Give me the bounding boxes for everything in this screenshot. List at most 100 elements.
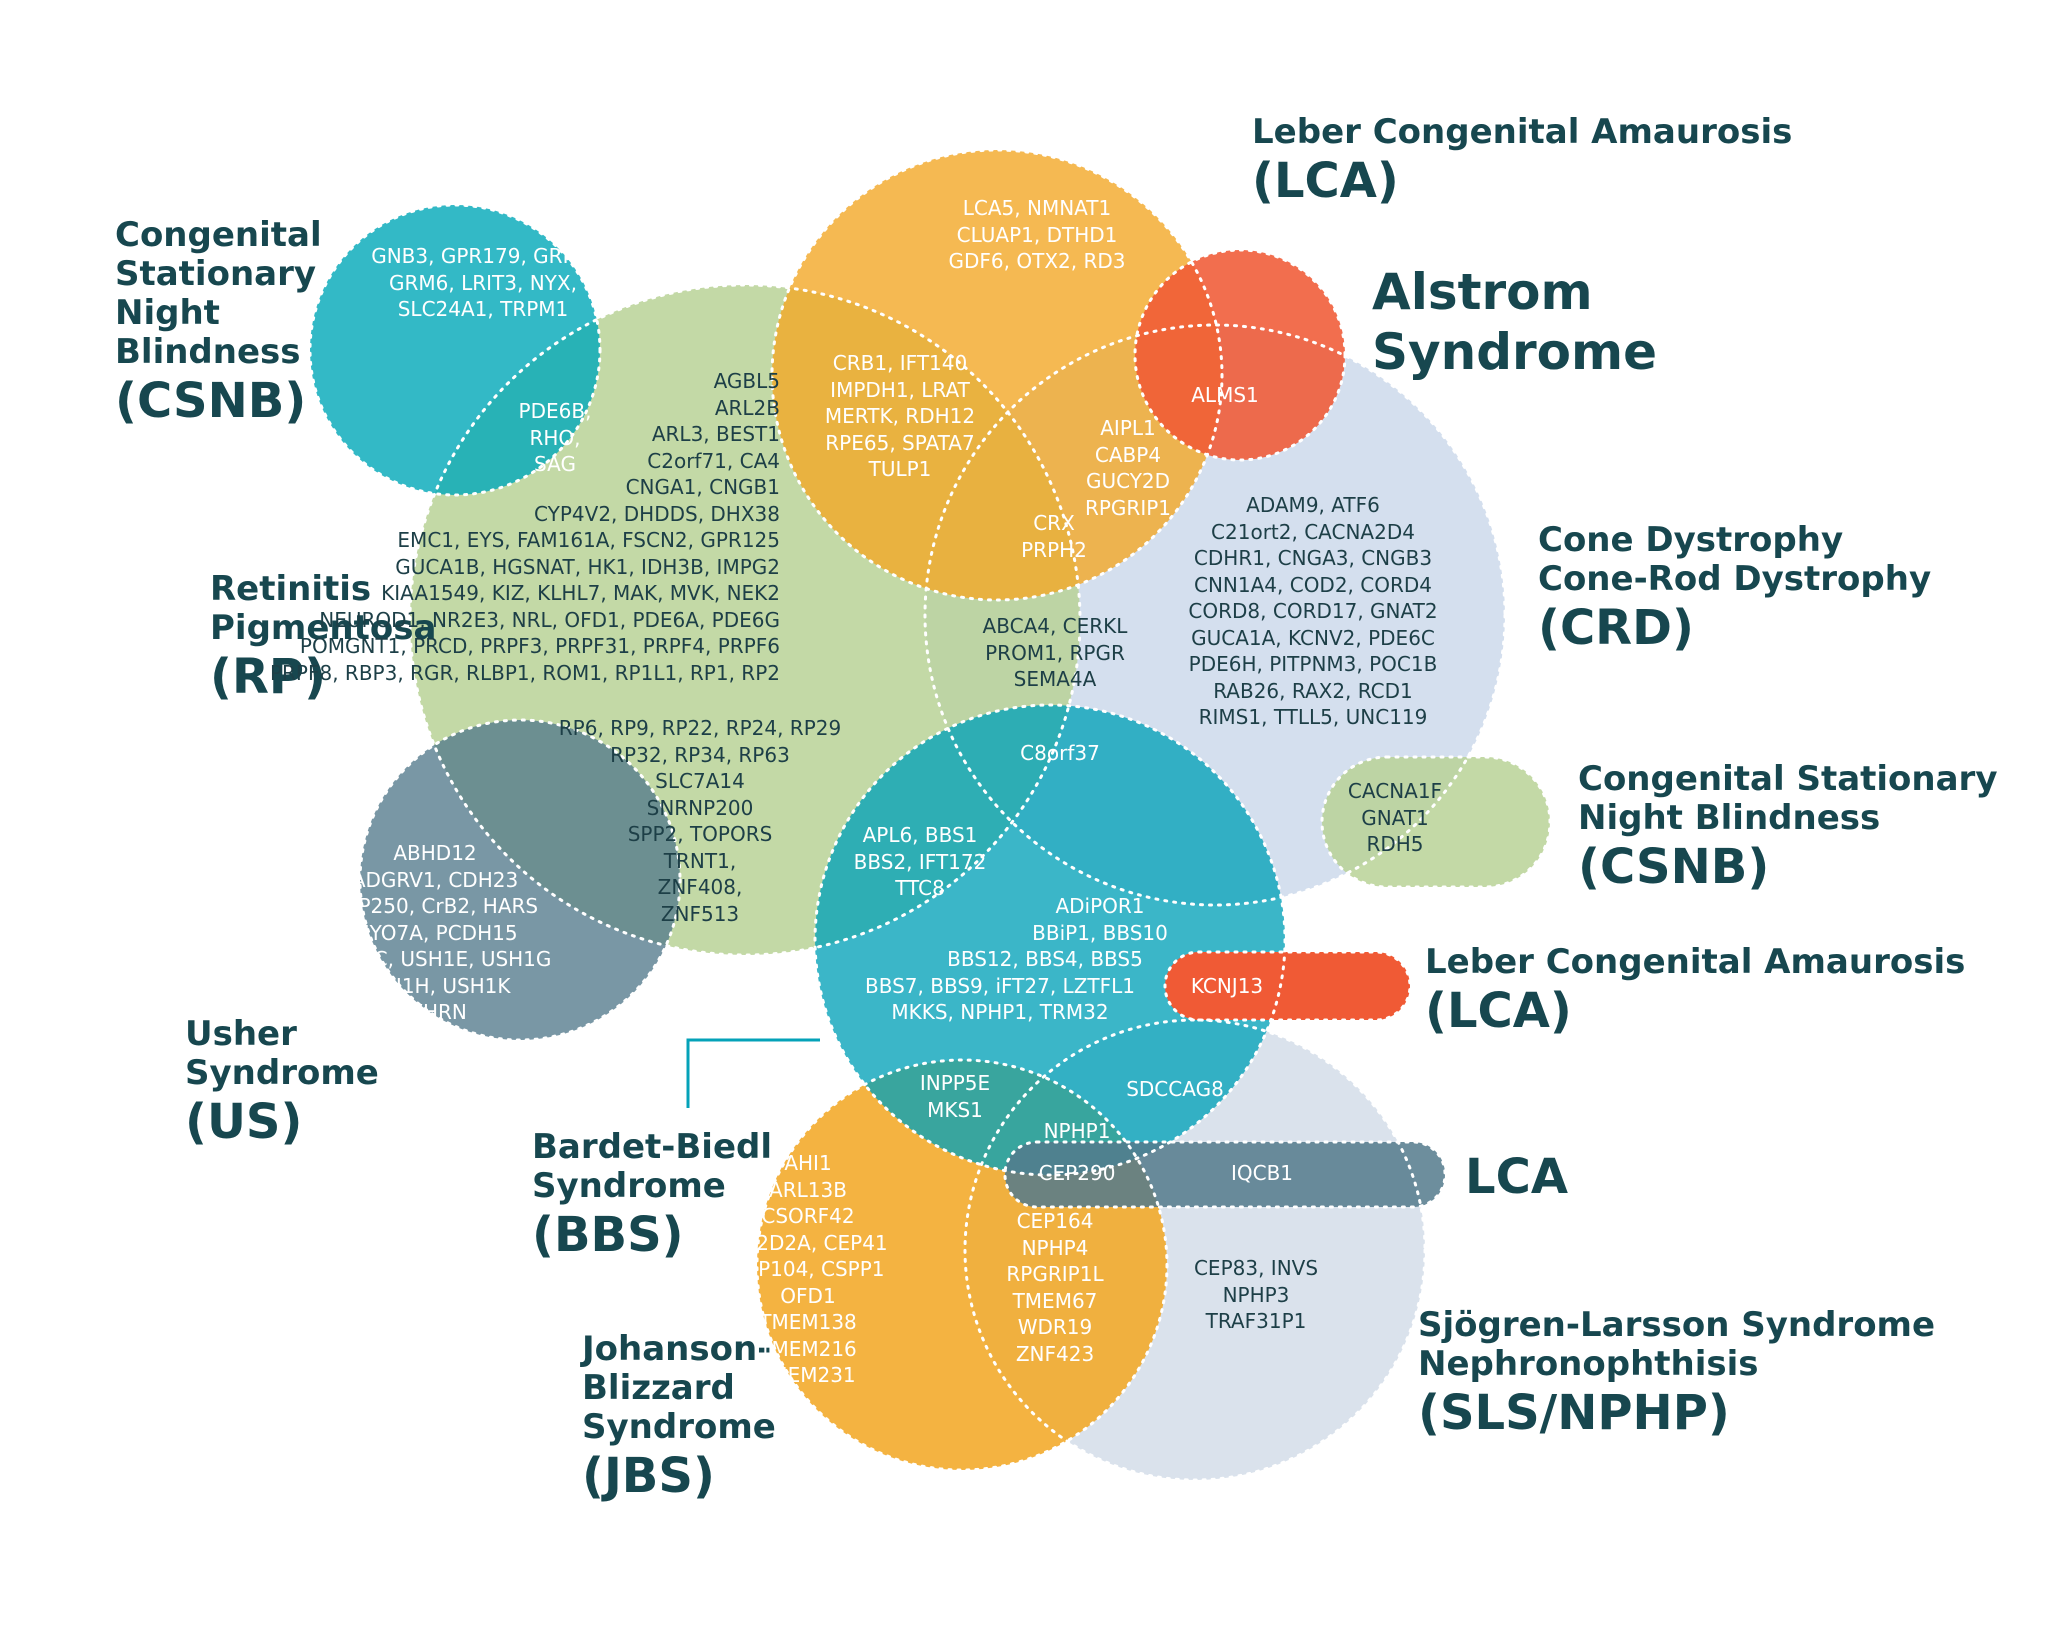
us-abbr: (US): [185, 1094, 303, 1151]
gene-line: PROM1, RPGR: [985, 640, 1125, 665]
gene-list-bbs-jbs: INPP5E MKS1: [920, 1070, 990, 1123]
gene-line: PDE6B,: [518, 399, 592, 423]
csnb-left-name-2: Stationary: [115, 254, 317, 295]
gene-line: KIAA1549, KIZ, KLHL7, MAK, MVK, NEK2: [381, 581, 780, 605]
gene-list-bbs-jbs-sls-lca: CEP290: [1039, 1160, 1116, 1187]
gene-line: TRNT1,: [663, 848, 737, 873]
gene-line: SPP2, TOPORS: [627, 822, 773, 846]
gene-list-jbs-only: AHI1 ARL13B CSORF42 CC2D2A, CEP41 CEP104…: [728, 1150, 887, 1389]
gene-line: CNGA1, CNGB1: [625, 475, 780, 499]
gene-line: SEMA4A: [1013, 667, 1097, 691]
gene-list-us-only: ABHD12 ADGRV1, CDH23 CEP250, CrB2, HARS …: [319, 840, 552, 1026]
gene-line: C21ort2, CACNA2D4: [1211, 519, 1415, 544]
lca-small-label: LCA: [1465, 1148, 1568, 1205]
sls-label: Sjögren-Larsson Syndrome Nephronophthisi…: [1418, 1305, 1935, 1441]
gene-list-rp-bbs: APL6, BBS1 BBS2, IFT172 TTC8: [854, 822, 987, 902]
gene-line: TMEM138: [759, 1310, 857, 1334]
gene-line: CSORF42: [761, 1204, 855, 1228]
rp-name-2: Pigmentosa: [210, 608, 437, 649]
gene-line: GNAT1: [1361, 805, 1429, 830]
gene-line: IMPDH1, LRAT: [830, 377, 970, 402]
alstrom-name-2: Syndrome: [1372, 322, 1658, 381]
gene-line: RPGRIP1: [1084, 495, 1172, 520]
csnb-right-label: Congenital Stationary Night Blindness (C…: [1578, 759, 1998, 896]
gene-line: OFD1: [780, 1283, 836, 1308]
gene-line: EMC1, EYS, FAM161A, FSCN2, GPR125: [397, 528, 780, 552]
gene-line: IQCB1: [1230, 1161, 1294, 1185]
gene-line: ZNF408,: [657, 875, 743, 899]
gene-line: BBiP1, BBS10: [1032, 920, 1168, 945]
gene-line: WHRN: [403, 1000, 467, 1024]
gene-line: AIPL1: [1100, 416, 1156, 440]
jbs-name-2: Blizzard: [582, 1368, 735, 1409]
gene-line: CEP104, CSPP1: [731, 1257, 885, 1281]
gene-list-lca-only: LCA5, NMNAT1 CLUAP1, DTHD1 GDF6, OTX2, R…: [949, 195, 1126, 275]
gene-list-csnb-crd: CACNA1F GNAT1 RDH5: [1348, 778, 1442, 858]
gene-line: CRB1, IFT140: [832, 351, 968, 375]
gene-line: RAB26, RAX2, RCD1: [1213, 678, 1413, 703]
gene-line: C2orf71, CA4: [647, 448, 780, 473]
bbs-circle: [815, 705, 1285, 1175]
alstrom-circle: [1135, 250, 1345, 460]
us-circle: [360, 720, 680, 1040]
gene-line: CEP164: [1016, 1209, 1094, 1233]
dotted-outlines: [308, 148, 1552, 1482]
gene-line: ABCA4, CERKL: [982, 614, 1128, 638]
csnb-left-name-3: Night: [115, 293, 220, 334]
gene-list-csnb-only: GNB3, GPR179, GRK1, GRM6, LRIT3, NYX, SL…: [371, 243, 595, 323]
gene-line: TULP1: [868, 457, 932, 481]
gene-line: WDR19: [1017, 1315, 1093, 1339]
gene-line: RPE65, SPATA7: [825, 430, 975, 455]
gene-line: MKS1: [927, 1097, 983, 1122]
gene-line: ARL13B: [769, 1177, 847, 1202]
gene-line: CC2D2A, CEP41: [728, 1230, 888, 1255]
csnb-right-name-1: Congenital Stationary: [1578, 759, 1998, 799]
gene-line: NPHP1: [1043, 1119, 1111, 1143]
gene-list-bbs-sls: SDCCAG8: [1126, 1076, 1224, 1103]
us-label: Usher Syndrome (US): [185, 1014, 379, 1151]
gene-line: ADAM9, ATF6: [1246, 493, 1380, 517]
gene-line: SDCCAG8: [1126, 1077, 1224, 1101]
rp-label: Retinitis Pigmentosa (RP): [210, 569, 437, 705]
gene-list-lca-rp: CRB1, IFT140 IMPDH1, LRAT MERTK, RDH12 R…: [825, 350, 975, 483]
gene-line: NPHP3: [1222, 1282, 1290, 1307]
gene-line: AGBL5: [713, 369, 780, 393]
gene-line: CYP4V2, DHDDS, DHX38: [534, 501, 780, 526]
us-name-2: Syndrome: [185, 1053, 379, 1094]
gene-line: INPP5E: [919, 1071, 991, 1095]
crd-abbr: (CRD): [1538, 600, 1694, 657]
csnb-left-label: Congenital Stationary Night Blindness (C…: [115, 215, 322, 430]
gene-line: GDF6, OTX2, RD3: [948, 249, 1126, 273]
gene-line: ZNF513: [660, 901, 740, 926]
alstrom-name-1: Alstrom: [1372, 263, 1593, 321]
gene-line: RIMS1, TTLL5, UNC119: [1198, 705, 1428, 729]
alstrom-label: Alstrom Syndrome: [1372, 262, 1657, 381]
gene-line: CNN1A4, COD2, CORD4: [1193, 572, 1433, 597]
gene-line: ZNF423: [1015, 1341, 1095, 1366]
gene-list-csnb-rp: PDE6B, RHO, SAG: [519, 398, 592, 478]
gene-line: MKKS, NPHP1, TRM32: [891, 1000, 1109, 1024]
lca-small-pill: [1005, 1142, 1445, 1207]
csnb-left-circle: [310, 205, 600, 495]
gene-line: MYO7A, PCDH15: [352, 920, 518, 945]
us-name-1: Usher: [185, 1014, 297, 1054]
lca-top-circle: [772, 150, 1222, 600]
csnb-right-abbr: (CSNB): [1578, 839, 1770, 896]
gene-line: PRPF8, RBP3, RGR, RLBP1, ROM1, RP1L1, RP…: [269, 660, 780, 685]
gene-line: C8orf37: [1020, 741, 1100, 765]
gene-line: CACNA1F: [1347, 779, 1443, 803]
gene-list-bbs-only: ADiPOR1 BBiP1, BBS10 BBS12, BBS4, BBS5 B…: [832, 893, 1168, 1026]
gene-line: AHI1: [784, 1151, 832, 1175]
gene-line: USH1H, USH1K: [359, 973, 511, 998]
gene-line: NEUROD1, NR2E3, NRL, OFD1, PDE6A, PDE6G: [319, 607, 780, 632]
gene-line: CABP4: [1094, 442, 1162, 467]
bbs-name-2: Syndrome: [532, 1166, 726, 1207]
gene-line: THEM231: [760, 1363, 856, 1387]
csnb-left-name-1: Congenital: [115, 215, 322, 255]
gene-line: KCNJ13: [1190, 974, 1264, 998]
gene-line: SAG: [534, 452, 576, 476]
gene-line: MERTK, RDH12: [824, 404, 976, 428]
lca-mid-name: Leber Congenital Amaurosis: [1425, 942, 1966, 982]
crd-label: Cone Dystrophy Cone-Rod Dystrophy (CRD): [1538, 520, 1931, 657]
gene-list-lca-crd: AIPL1 CABP4 GUCY2D RPGRIP1: [1085, 415, 1171, 521]
